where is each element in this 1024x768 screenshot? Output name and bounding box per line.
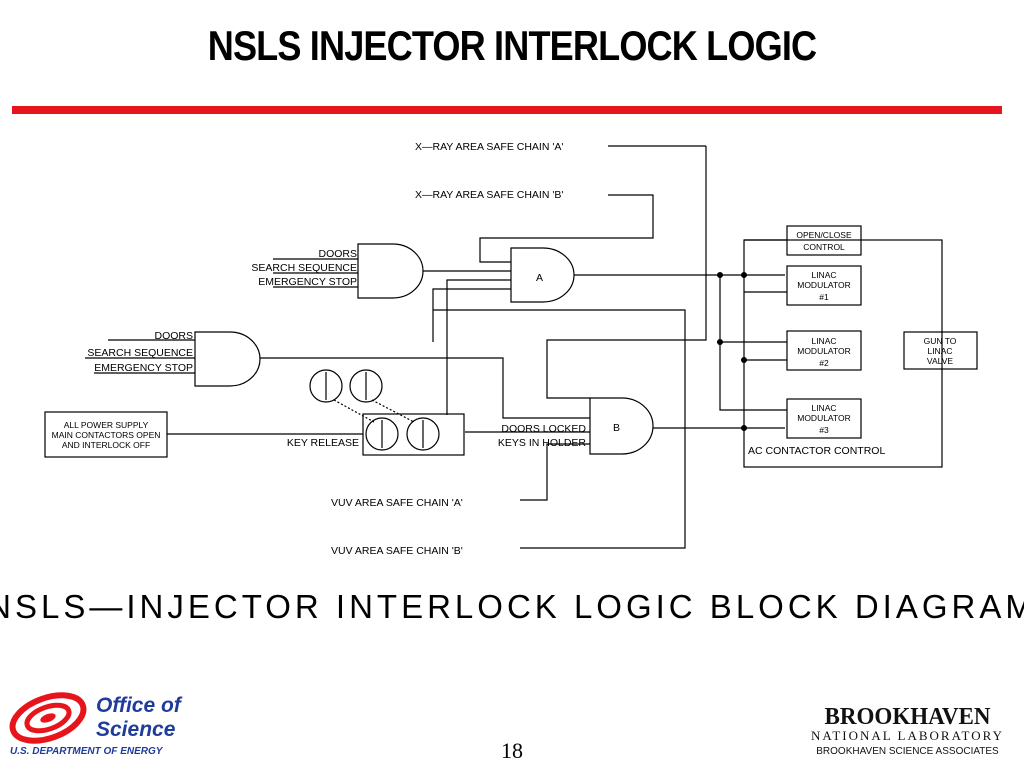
diagram-caption: NSLS—INJECTOR INTERLOCK LOGIC BLOCK DIAG… [0, 588, 1024, 625]
and-gate-a [510, 247, 575, 303]
bnl-name: BROOKHAVEN [824, 704, 991, 730]
doors-locked-label: DOORS LOCKED [501, 423, 586, 435]
key-release-label: KEY RELEASE [287, 437, 359, 449]
title-rule [12, 106, 1002, 114]
gun-valve-box [903, 331, 978, 370]
brookhaven-logo: BROOKHAVEN NATIONAL LABORATORY BROOKHAVE… [800, 700, 1015, 766]
power-supply-line-2: MAIN CONTACTORS OPEN [52, 430, 161, 440]
xray-chain-a-label: X—RAY AREA SAFE CHAIN 'A' [415, 141, 563, 153]
lower-estop-label: EMERGENCY STOP [94, 362, 193, 374]
office-of-science-emblem-icon [9, 692, 87, 744]
lower-search-label: SEARCH SEQUENCE [87, 347, 193, 359]
gun-valve-line-3: VALVE [927, 356, 953, 366]
gun-valve-line-1: GUN TO [924, 336, 957, 346]
upper-estop-label: EMERGENCY STOP [258, 276, 357, 288]
key-2-icon [349, 369, 383, 403]
slide-title: NSLS INJECTOR INTERLOCK LOGIC [207, 22, 817, 69]
xray-chain-b-label: X—RAY AREA SAFE CHAIN 'B' [415, 189, 563, 201]
modulator-1-line-1: LINAC [811, 270, 836, 280]
modulator-2-line-3: #2 [819, 358, 829, 368]
page-number: 18 [501, 738, 523, 763]
xray-a-route [546, 146, 707, 399]
key-release-holder [362, 413, 465, 456]
gate-a-label: A [536, 272, 543, 284]
upper-doors-label: DOORS [318, 248, 357, 260]
gate-a-feed-3 [432, 288, 511, 342]
xray-b-route [479, 194, 654, 263]
ac-contactor-frame [743, 239, 943, 468]
upper-search-label: SEARCH SEQUENCE [251, 262, 357, 274]
office-of-science-logo: Office of Science U.S. DEPARTMENT OF ENE… [8, 692, 218, 762]
modulator-1-line-2: MODULATOR [797, 280, 851, 290]
modulator-2-line-2: MODULATOR [797, 346, 851, 356]
gun-valve-line-2: LINAC [927, 346, 952, 356]
power-supply-line-3: AND INTERLOCK OFF [62, 440, 150, 450]
gate-b-label: B [613, 422, 620, 434]
lower-gate-out [260, 357, 590, 419]
bnl-assoc-label: BROOKHAVEN SCIENCE ASSOCIATES [816, 746, 999, 757]
vuv-chain-a-label: VUV AREA SAFE CHAIN 'A' [331, 497, 463, 509]
modulator-3-line-2: MODULATOR [797, 413, 851, 423]
vuv-a-wire [520, 443, 590, 501]
open-close-line-1: OPEN/CLOSE [796, 230, 852, 240]
key-slot-1-icon [365, 417, 399, 451]
linac-modulator-3-box [786, 398, 862, 439]
linac-modulator-1-box [786, 265, 862, 306]
doe-label: U.S. DEPARTMENT OF ENERGY [10, 746, 163, 757]
science-label: Science [96, 718, 176, 741]
modulator-2-line-1: LINAC [811, 336, 836, 346]
vuv-chain-b-label: VUV AREA SAFE CHAIN 'B' [331, 545, 463, 557]
modulator-3-line-1: LINAC [811, 403, 836, 413]
open-close-line-2: CONTROL [803, 242, 845, 252]
and-gate-upper [357, 243, 424, 299]
key-1-icon [309, 369, 343, 403]
linac-modulator-2-box [786, 330, 862, 371]
power-supply-line-1: ALL POWER SUPPLY [64, 420, 149, 430]
lower-doors-label: DOORS [154, 330, 193, 342]
modulator-3-line-3: #3 [819, 425, 829, 435]
and-gate-lower [194, 331, 261, 387]
modulator-1-line-3: #1 [819, 292, 829, 302]
open-close-box [786, 225, 862, 256]
key-to-gate-a [446, 279, 511, 415]
gate-a-bus [719, 275, 787, 411]
ac-contactor-label: AC CONTACTOR CONTROL [748, 445, 885, 457]
keys-in-holder-label: KEYS IN HOLDER [498, 437, 587, 449]
office-of-label: Office of [96, 694, 181, 717]
bnl-lab-label: NATIONAL LABORATORY [811, 728, 1004, 743]
and-gate-b [589, 397, 654, 455]
vuv-b-wire [433, 309, 686, 549]
key-slot-2-icon [406, 417, 440, 451]
